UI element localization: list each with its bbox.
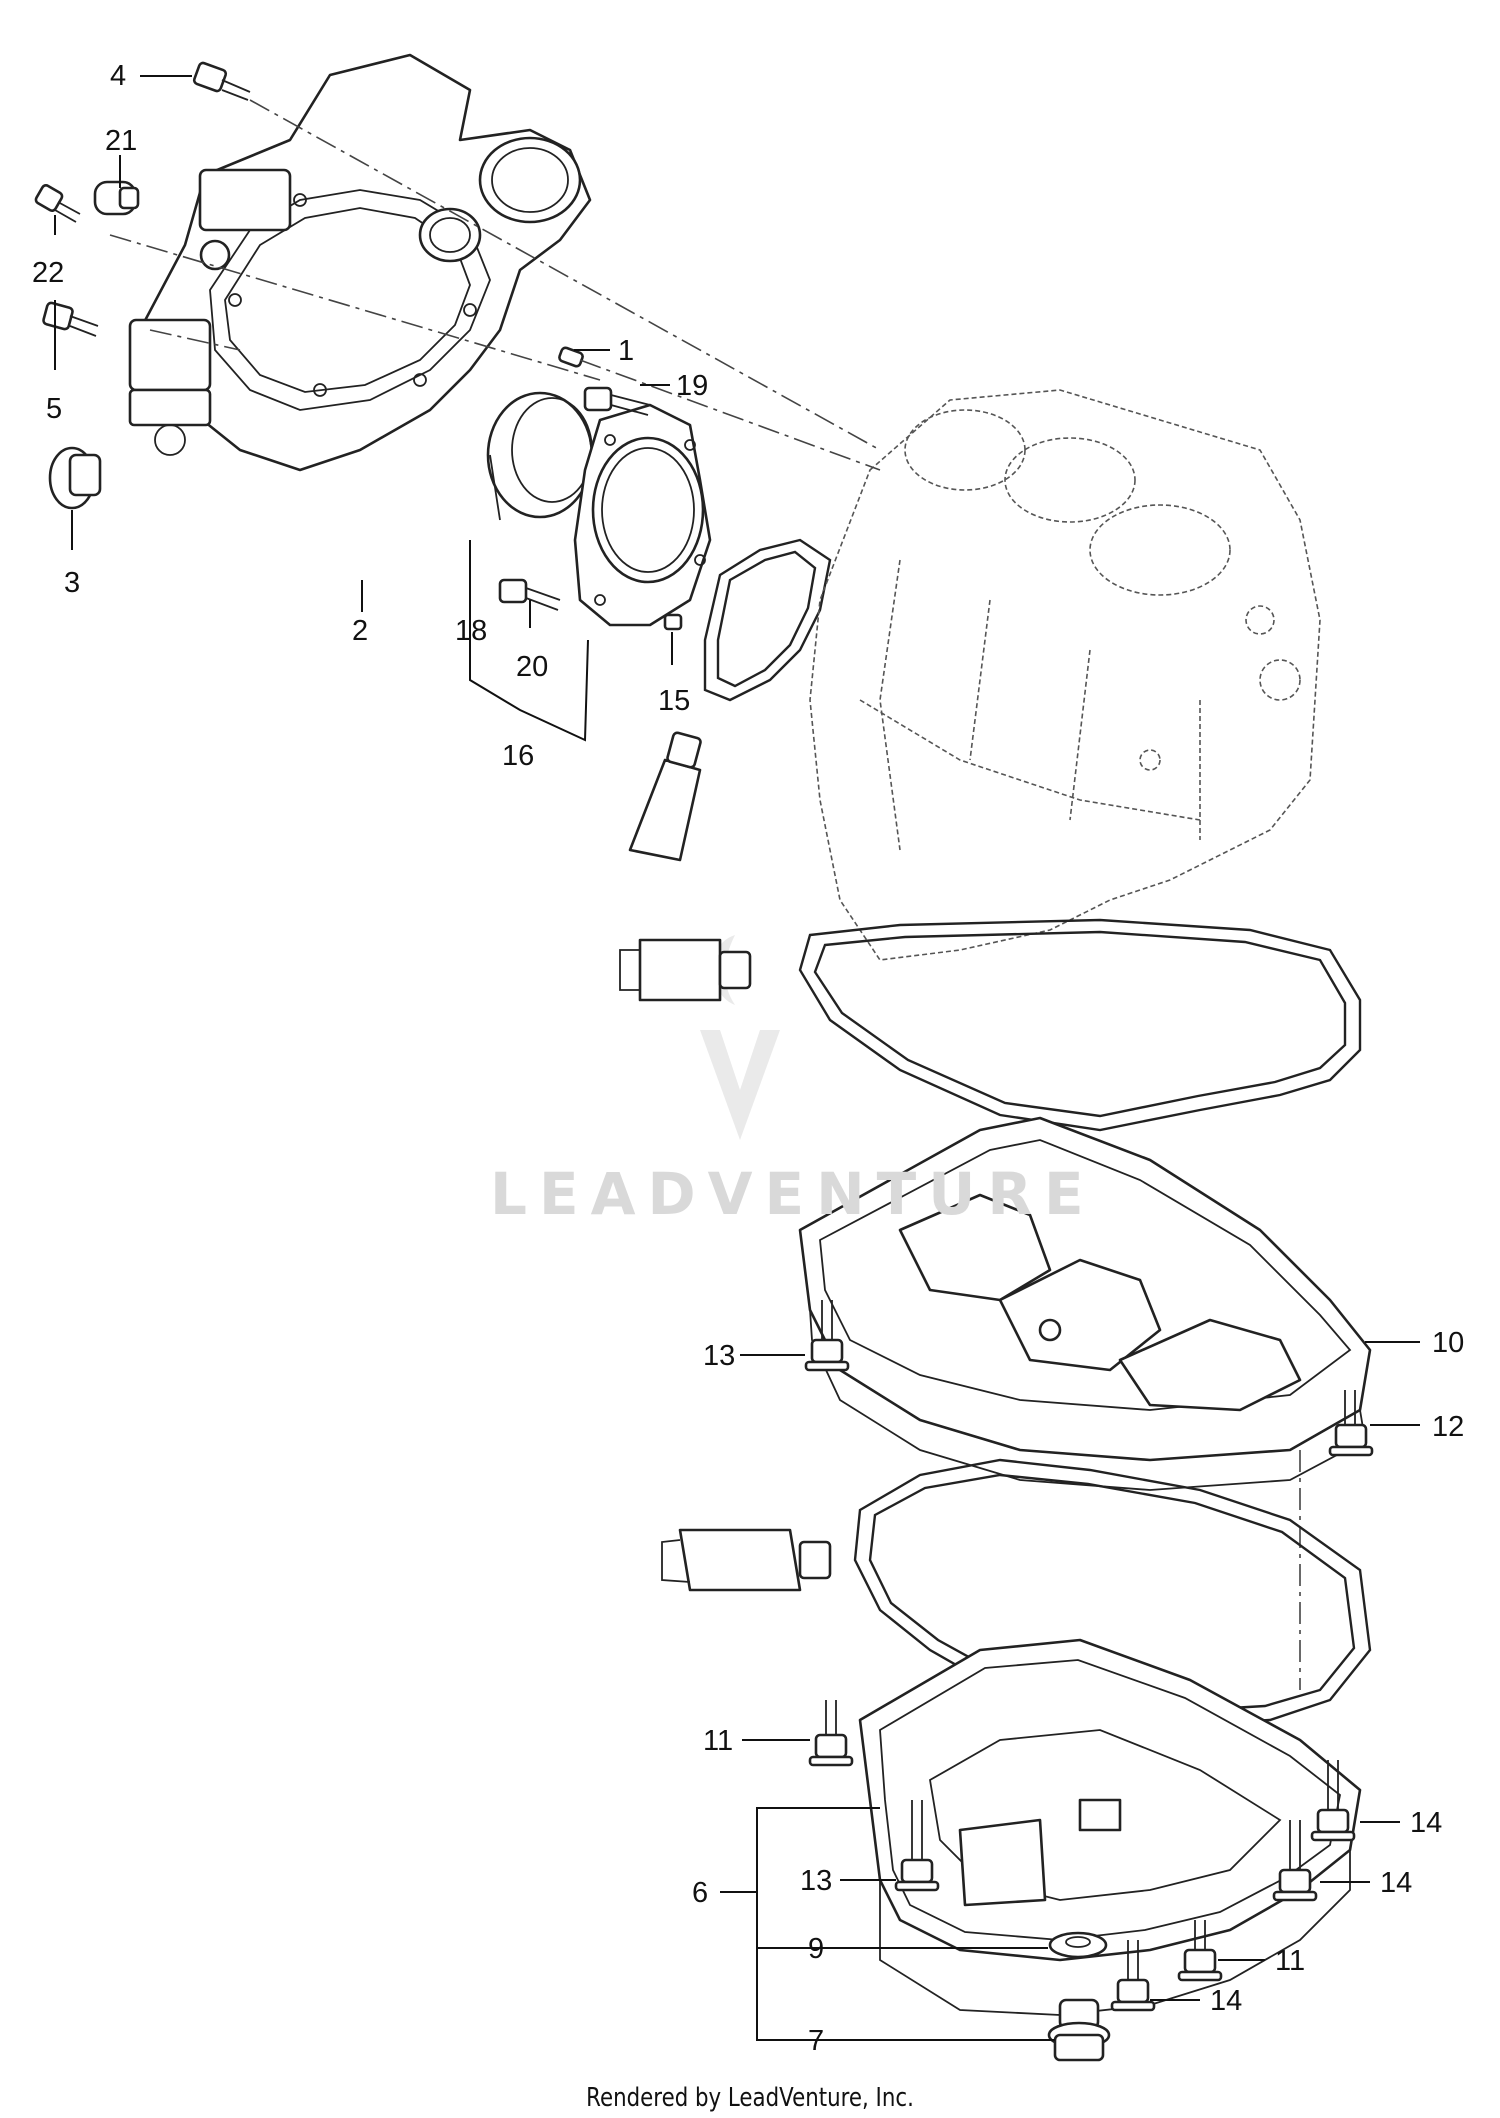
callout-labels: 4 21 22 5 3 2 1 19 18 20 15 16 13 10 12 … [32,60,1464,2057]
oil-pan-lower [858,1638,1362,2016]
bolt-11-upper [808,1700,854,1767]
bracket-16 [469,540,589,742]
bolt-14-right [1310,1760,1356,1842]
bracket-6 [720,1807,880,2041]
bolt-22 [34,184,81,223]
callout-20: 20 [516,651,548,683]
callout-11: 11 [703,1725,733,1757]
bolt-13-lower [894,1800,940,1892]
seal-retainer [573,403,712,627]
sealant-tube-lower [661,1528,832,1592]
bolt-14-middle [1272,1820,1318,1902]
callout-15: 15 [658,685,690,717]
callout-12: 12 [1432,1411,1464,1443]
leader-lines [54,75,1420,2041]
callout-21: 21 [105,125,137,157]
callout-1: 1 [618,335,634,367]
bolt-4 [192,61,251,101]
callout-2: 2 [352,615,368,647]
bolt-19 [583,386,651,416]
callout-14: 14 [1380,1867,1412,1899]
drain-plug-7 [1047,1998,1111,2062]
bolt-11-lower [1177,1920,1223,1982]
cylinder-block [809,389,1321,961]
rear-gasket [703,538,832,702]
callout-11: 11 [1275,1945,1305,1977]
callout-19: 19 [676,370,708,402]
washer-9 [1048,1931,1108,1959]
sealant-tube-middle [619,938,752,1002]
callout-6: 6 [692,1877,708,1909]
bolt-14-lower [1110,1940,1156,2012]
sealant-tube-upper [628,731,702,862]
callout-5: 5 [46,393,62,425]
bolt-20 [498,578,561,611]
bolt-5 [42,301,99,337]
bolt-12 [1328,1390,1374,1457]
bolt-13-upper [804,1300,850,1372]
callout-9: 9 [808,1933,824,1965]
pin-15 [663,613,683,631]
render-credit: Rendered by LeadVenture, Inc. [586,2083,914,2113]
callout-7: 7 [808,2025,824,2057]
callout-10: 10 [1432,1327,1464,1359]
callout-16: 16 [502,740,534,772]
callout-18: 18 [455,615,487,647]
callout-4: 4 [110,60,126,92]
callout-13: 13 [703,1340,735,1372]
watermark-text: LEADVENTURE [490,1160,1096,1228]
lower-pan-gasket [853,1458,1372,1727]
plug-3 [48,446,102,510]
callout-13: 13 [800,1865,832,1897]
oil-pan-upper [798,1116,1372,1491]
flywheel-housing [128,53,592,472]
sensor-21 [93,180,140,216]
callout-3: 3 [64,567,80,599]
callout-22: 22 [32,257,64,289]
upper-pan-gasket [798,918,1362,1132]
callout-14: 14 [1210,1985,1242,2017]
callout-14: 14 [1410,1807,1442,1839]
